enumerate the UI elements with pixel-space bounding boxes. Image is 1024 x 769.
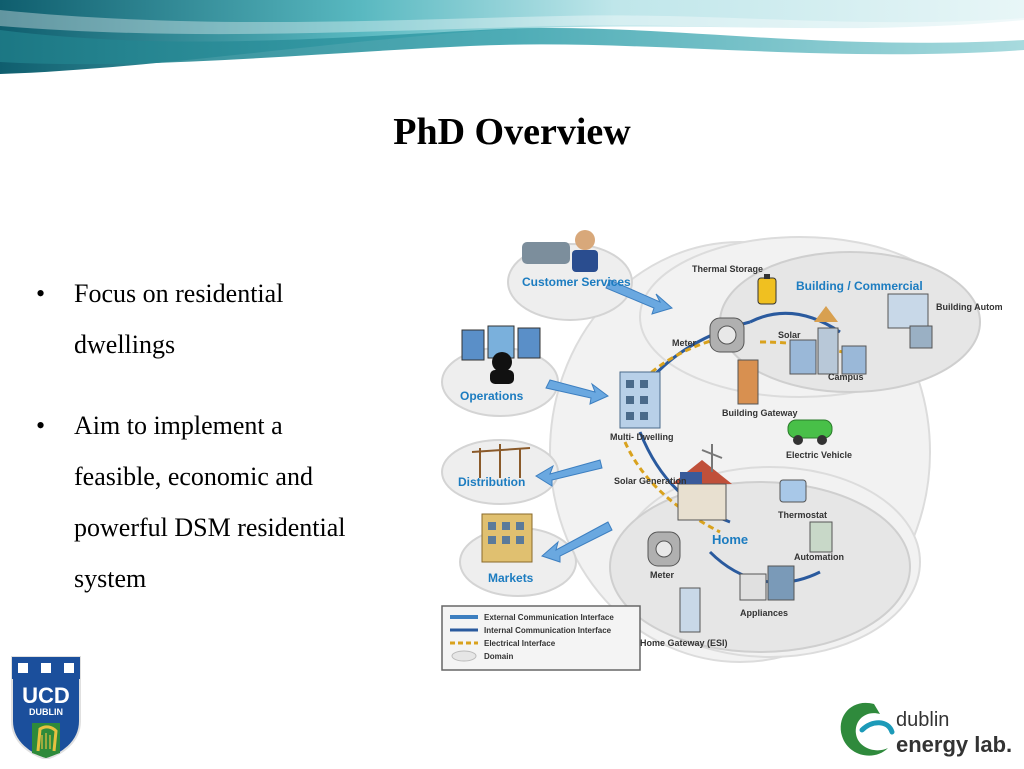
- label-electric-vehicle: Electric Vehicle: [786, 450, 852, 460]
- thermal-storage-icon: [757, 274, 777, 305]
- dublin-energy-lab-logo: dublin energy lab.: [832, 690, 1022, 764]
- building-automation-icon: [887, 293, 933, 349]
- label-appliances: Appliances: [740, 608, 788, 618]
- diagram-legend: External Communication Interface Interna…: [441, 605, 641, 671]
- label-building-automation: Building Automation: [936, 302, 1002, 312]
- castle-icon: [18, 663, 74, 673]
- home-automation-icon: [809, 521, 833, 553]
- label-solar-generation: Solar Generation: [614, 476, 687, 486]
- distribution-towers-icon: [471, 444, 531, 478]
- building-gateway-icon: [737, 359, 759, 405]
- legend-label: Electrical Interface: [484, 639, 556, 648]
- electric-vehicle-icon: [787, 419, 833, 445]
- label-multi-dwelling: Multi- Dwelling: [610, 432, 674, 442]
- appliances-icon: [739, 565, 795, 601]
- domain-label-markets: Markets: [488, 571, 534, 585]
- home-cloud-icon: [609, 481, 911, 653]
- home-gateway-icon: [679, 587, 701, 633]
- home-meter-icon: [647, 531, 681, 567]
- bullet-marker-icon: •: [36, 279, 46, 308]
- domain-label-home: Home: [712, 532, 748, 547]
- bullet-text: Aim to implement a feasible, economic an…: [74, 411, 346, 593]
- customer-person-icon: [522, 230, 598, 272]
- harp-icon: [32, 723, 60, 758]
- thermostat-icon: [779, 479, 807, 503]
- multi-dwelling-icon: [619, 371, 661, 429]
- bullet-item: • Focus on residential dwellings: [36, 268, 356, 370]
- home-house-icon: [672, 444, 732, 521]
- domain-label-customer: Customer Services: [522, 275, 631, 289]
- legend-label: Domain: [484, 652, 513, 661]
- header-banner: [0, 0, 1024, 78]
- bullet-marker-icon: •: [36, 411, 46, 440]
- label-campus: Campus: [828, 372, 864, 382]
- ucd-logo-subtext: DUBLIN: [29, 707, 63, 717]
- ucd-logo: UCD DUBLIN: [10, 655, 82, 761]
- legend-label: Internal Communication Interface: [484, 626, 612, 635]
- label-solar: Solar: [778, 330, 801, 340]
- bullet-item: • Aim to implement a feasible, economic …: [36, 400, 356, 604]
- label-building-gateway: Building Gateway: [722, 408, 798, 418]
- dublin-energy-lab-text-line2: energy lab.: [896, 732, 1012, 757]
- bullet-text: Focus on residential dwellings: [74, 279, 284, 359]
- label-meter-home: Meter: [650, 570, 675, 580]
- label-automation: Automation: [794, 552, 844, 562]
- label-home-gateway: Home Gateway (ESI): [640, 638, 728, 648]
- label-thermal-storage: Thermal Storage: [692, 264, 763, 274]
- energy-swirl-icon: [840, 702, 895, 756]
- meter-icon: [709, 317, 745, 353]
- legend-domain-icon: [451, 650, 477, 662]
- slide-title: PhD Overview: [393, 111, 631, 153]
- label-meter: Meter: [672, 338, 697, 348]
- smart-grid-diagram: Customer Services Operations Distributio…: [440, 222, 1024, 674]
- ucd-logo-text: UCD: [22, 683, 70, 708]
- domain-label-distribution: Distribution: [458, 475, 525, 489]
- campus-buildings-icon: [789, 306, 867, 375]
- label-thermostat: Thermostat: [778, 510, 827, 520]
- dublin-energy-lab-text-line1: dublin: [896, 709, 949, 731]
- domain-label-operations: Operations: [460, 389, 524, 403]
- bullet-list: • Focus on residential dwellings • Aim t…: [36, 268, 356, 634]
- domain-label-building: Building / Commercial: [796, 279, 923, 293]
- markets-building-icon: [481, 513, 533, 563]
- operations-screens-icon: [461, 325, 541, 384]
- legend-label: External Communication Interface: [484, 613, 614, 622]
